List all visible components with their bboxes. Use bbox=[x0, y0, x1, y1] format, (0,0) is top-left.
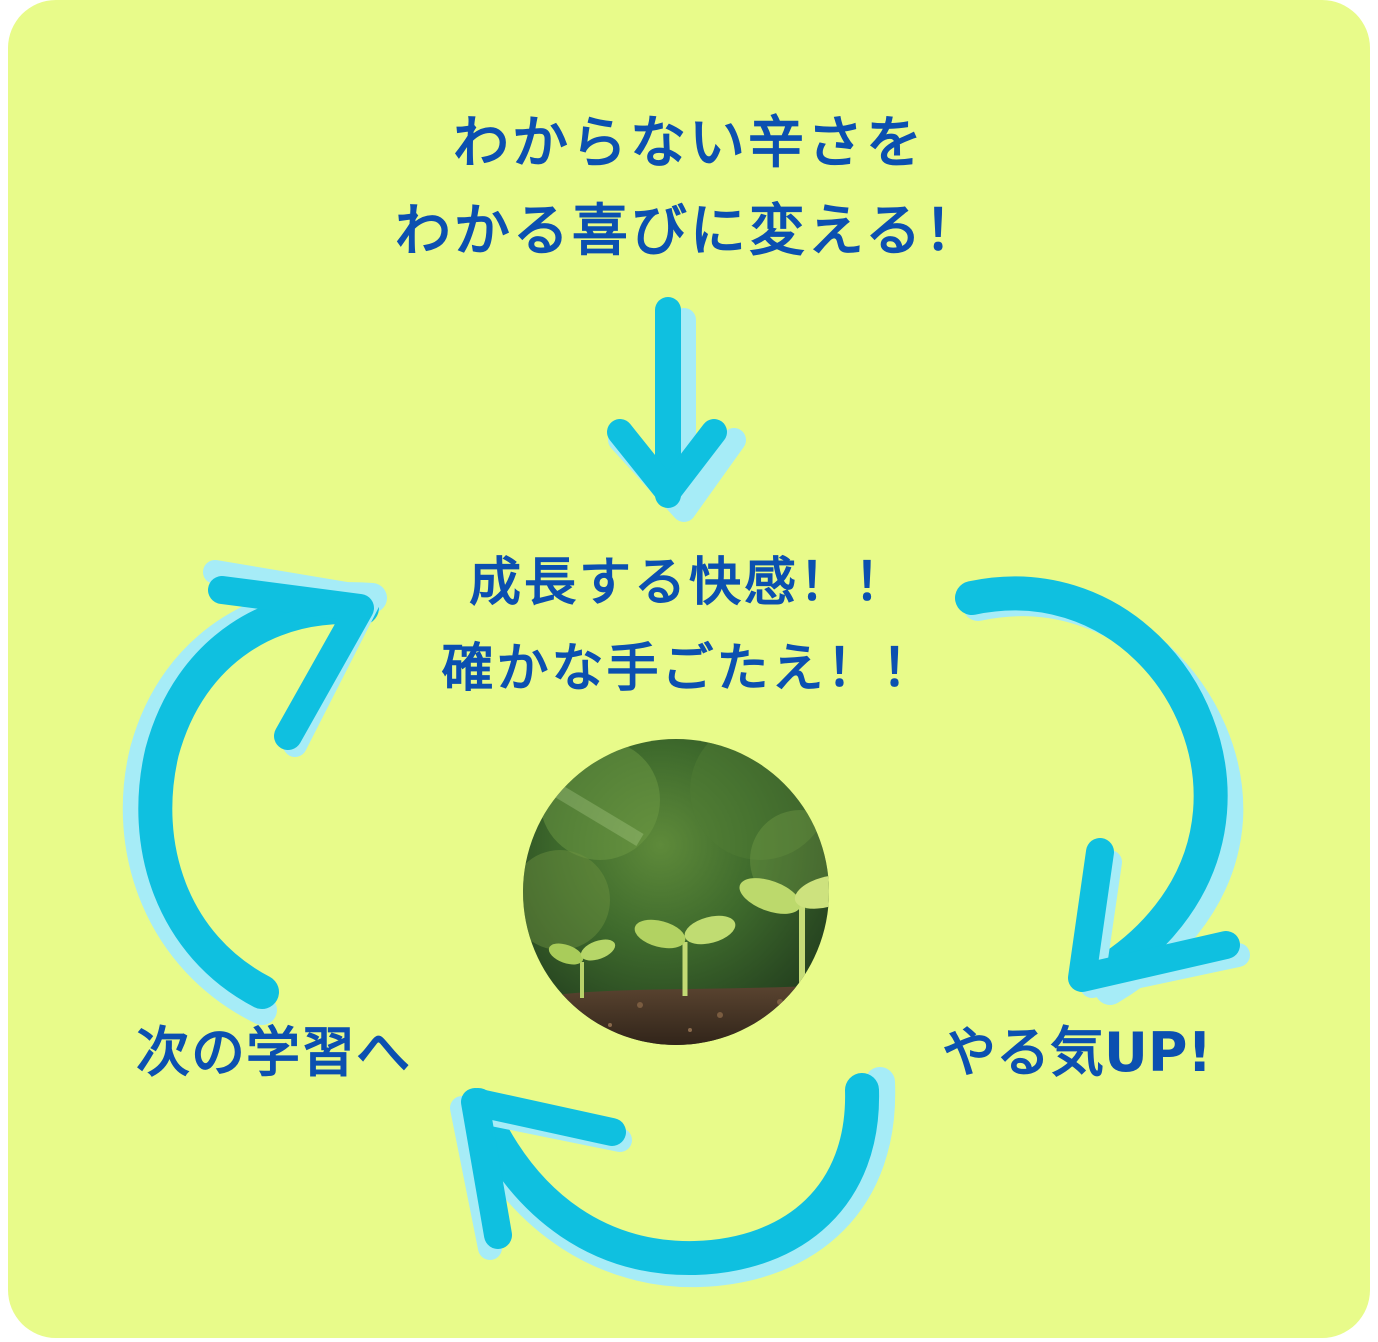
label-motivation-up: やる気UP! bbox=[942, 1021, 1213, 1084]
center-text: 成長する快感！！ 確かな手ごたえ！！ bbox=[0, 540, 1378, 712]
curved-arrow-bottom-icon bbox=[450, 1067, 896, 1288]
center-line-2: 確かな手ごたえ！！ bbox=[441, 639, 937, 699]
headline-line-1: わからない辛さを bbox=[453, 111, 925, 176]
curved-arrow-right-icon bbox=[955, 576, 1250, 1005]
label-next-study: 次の学習へ bbox=[136, 1021, 411, 1084]
curved-arrow-left-icon bbox=[122, 560, 387, 1025]
down-arrow-icon bbox=[607, 297, 746, 522]
card-background bbox=[8, 0, 1370, 1338]
center-line-1: 成長する快感！！ bbox=[468, 553, 909, 613]
headline: わからない辛さを わかる喜びに変える！ bbox=[0, 100, 1378, 276]
headline-line-2: わかる喜びに変える！ bbox=[394, 199, 984, 264]
